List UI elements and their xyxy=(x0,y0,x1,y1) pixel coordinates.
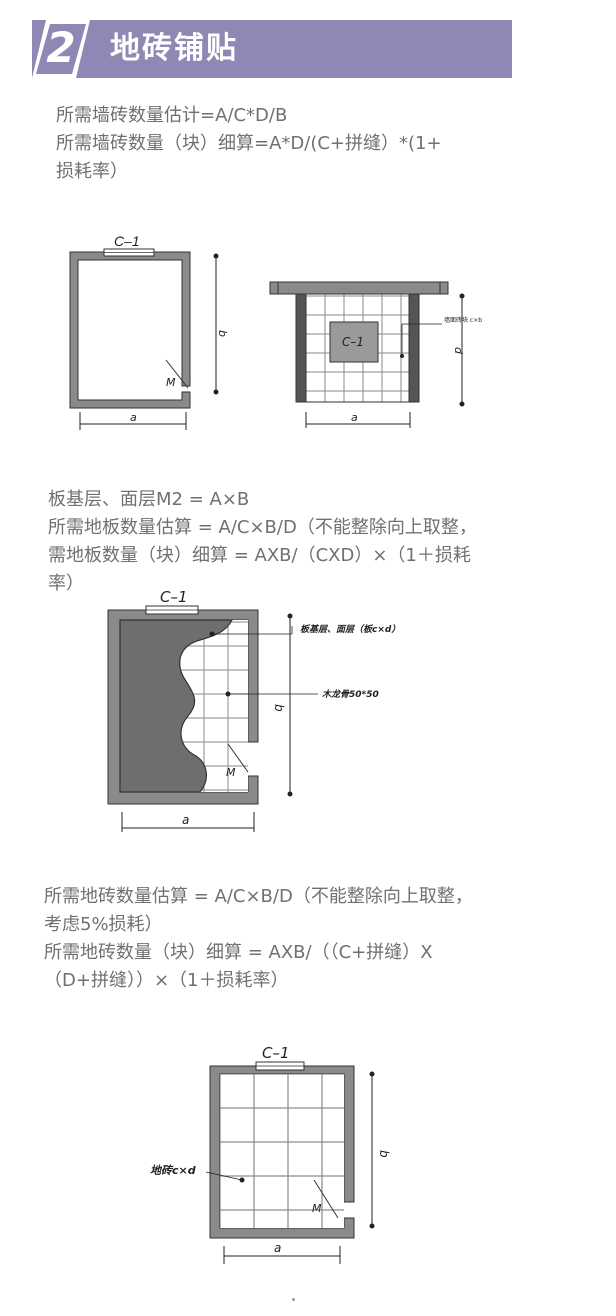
window-label: C–1 xyxy=(160,588,188,606)
wall-elevation-diagram: C–1 墙面砖块 c×b d a xyxy=(269,281,482,428)
formula-line: 所需地砖数量估算 = A/C×B/D（不能整除向上取整， xyxy=(44,886,473,907)
wall-tile-annotation: 墙面砖块 c×b xyxy=(444,316,482,324)
height-label: b xyxy=(377,1150,391,1158)
formula-line: 所需墙砖数量估计=A/C*D/B xyxy=(56,105,288,126)
banner-number: 2 xyxy=(46,23,76,72)
width-label: a xyxy=(274,1241,281,1255)
side-label: d xyxy=(452,347,465,355)
width-label: a xyxy=(351,411,358,424)
height-label: b xyxy=(216,330,229,337)
board-covering xyxy=(119,619,233,793)
formula-line: 板基层、面层M2 = A×B xyxy=(48,489,250,510)
window-label: C–1 xyxy=(262,1044,290,1062)
formula-line: 所需地砖数量（块）细算 = AXB/（（C+拼缝）X xyxy=(44,942,433,963)
door-label: M xyxy=(166,376,176,389)
tile-grid xyxy=(220,1074,344,1228)
floor-board-plan-diagram: C–1 M 板基层、面层（板c×d） 木龙骨50*50 b a xyxy=(107,588,400,832)
room-wall xyxy=(69,251,191,409)
window-label: C–1 xyxy=(114,233,140,249)
wall-tile-plan-diagram: C–1 M a b xyxy=(69,233,229,430)
floor-tile-annotation: 地砖c×d xyxy=(150,1164,196,1177)
door-swing xyxy=(313,1179,339,1219)
section3-formula: 所需地砖数量估算 = A/C×B/D（不能整除向上取整， 考虑5%损耗） 所需地… xyxy=(44,883,473,995)
formula-line: （D+拼缝））×（1＋损耗率） xyxy=(44,970,289,991)
width-label: a xyxy=(130,411,137,424)
joist-annotation: 木龙骨50*50 xyxy=(322,689,379,700)
floor-tile-plan-diagram: C–1 M 地砖c×d b a xyxy=(150,1044,391,1264)
formula-line: 所需地板数量估算 = A/C×B/D（不能整除向上取整， xyxy=(48,517,477,538)
door-swing xyxy=(227,743,249,773)
formula-line: 需地板数量（块）细算 = AXB/（CXD）×（1＋损耗 xyxy=(48,545,471,566)
tile-wall-left xyxy=(295,293,307,403)
height-label: b xyxy=(272,704,286,712)
door-swing xyxy=(165,359,189,389)
formula-line: 考虑5%损耗） xyxy=(44,914,163,935)
door-label: M xyxy=(226,766,236,779)
section1-formula: 所需墙砖数量估计=A/C*D/B 所需墙砖数量（块）细算=A*D/(C+拼缝）*… xyxy=(56,102,442,186)
section2-formula: 板基层、面层M2 = A×B 所需地板数量估算 = A/C×B/D（不能整除向上… xyxy=(48,486,477,598)
banner-number-badge xyxy=(32,20,90,78)
formula-line: 所需墙砖数量（块）细算=A*D/(C+拼缝）*(1+ xyxy=(56,133,442,154)
board-annotation: 板基层、面层（板c×d） xyxy=(300,624,400,635)
formula-line: 损耗率） xyxy=(56,161,128,182)
width-label: a xyxy=(182,813,189,827)
formula-line: 率） xyxy=(48,573,84,594)
tile-wall-right xyxy=(408,293,420,403)
door-label: M xyxy=(312,1202,322,1215)
section-banner xyxy=(32,20,512,78)
page-end-dot xyxy=(292,1298,295,1301)
window-panel xyxy=(329,321,379,363)
panel-label: C–1 xyxy=(342,335,364,349)
banner-title: 地砖铺贴 xyxy=(110,31,238,66)
